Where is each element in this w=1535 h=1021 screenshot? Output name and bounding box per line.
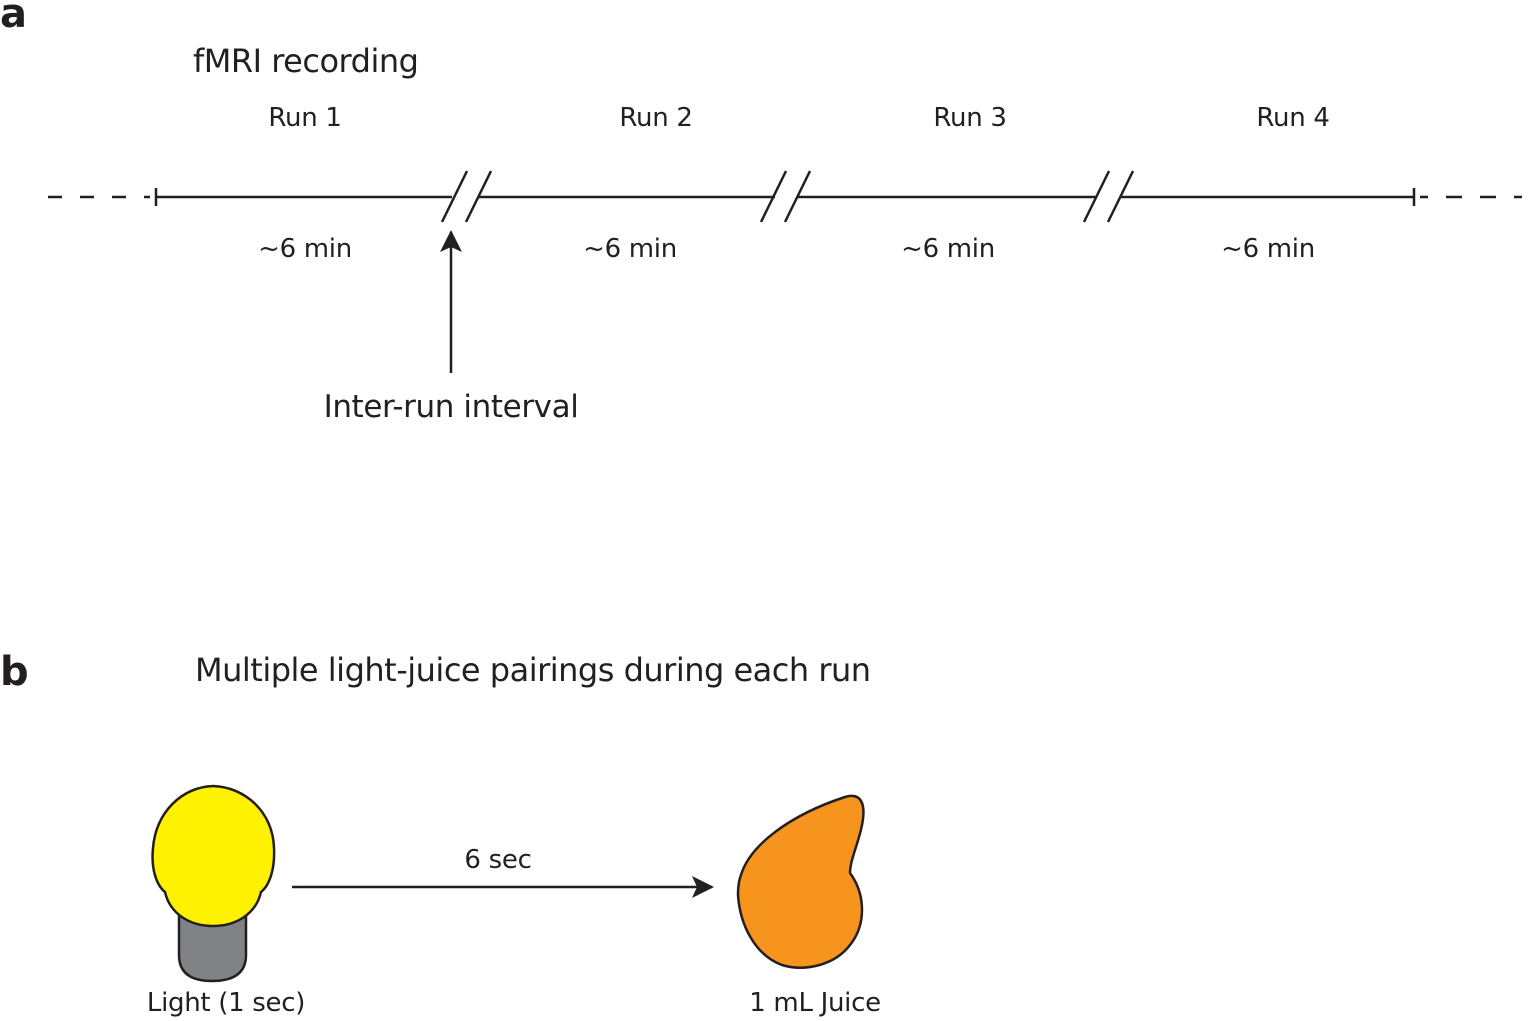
panel-b-title: Multiple light-juice pairings during eac… xyxy=(195,651,871,689)
bulb-glass xyxy=(151,784,276,928)
run-duration-3: ~6 min xyxy=(901,234,995,264)
inter-run-interval-label: Inter-run interval xyxy=(323,389,579,425)
panel-a-title: fMRI recording xyxy=(193,42,419,80)
juice-drop-icon xyxy=(736,794,865,969)
light-bulb-icon xyxy=(151,784,276,983)
break-marker-1 xyxy=(440,170,493,223)
light-label: Light (1 sec) xyxy=(146,988,306,1018)
run-label-3: Run 3 xyxy=(933,103,1007,133)
run-label-1: Run 1 xyxy=(268,103,342,133)
run-label-4: Run 4 xyxy=(1256,103,1330,133)
run-duration-4: ~6 min xyxy=(1221,234,1315,264)
panel-label-a: a xyxy=(0,0,27,37)
run-duration-1: ~6 min xyxy=(258,234,352,264)
run-label-2: Run 2 xyxy=(619,103,693,133)
juice-label: 1 mL Juice xyxy=(749,988,881,1018)
break-marker-3 xyxy=(1082,170,1135,223)
delay-label: 6 sec xyxy=(464,845,532,875)
panel-label-b: b xyxy=(0,649,29,695)
timeline xyxy=(48,170,1535,223)
break-marker-2 xyxy=(759,170,812,223)
run-duration-2: ~6 min xyxy=(583,234,677,264)
